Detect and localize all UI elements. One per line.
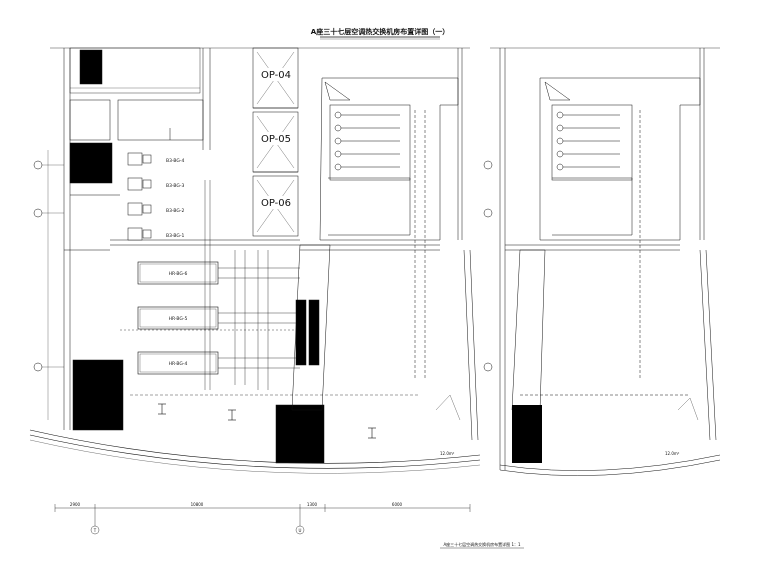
shaft-op-06: OP-06: [261, 198, 291, 209]
shaft-op-04: OP-04: [261, 70, 291, 81]
heat-exchange-units: [137, 261, 219, 375]
duct-chase: [291, 244, 331, 411]
curved-facade: [29, 429, 481, 474]
phe-label-1: B3-BG-4: [166, 158, 185, 164]
hx-label-4: HR-BG-4: [169, 361, 188, 367]
shaft-op-05: OP-05: [261, 134, 291, 145]
main-plan: [50, 47, 470, 464]
shaft-labels: OP-04 OP-05 OP-06: [261, 68, 291, 209]
elevation-tag-2: 12.0m²: [665, 451, 680, 456]
beam-markers: [158, 403, 376, 439]
grid-bubble-t: T: [93, 528, 97, 533]
dim-1: 2900: [70, 502, 81, 507]
riser-room: [300, 77, 459, 380]
elevation-tag-1: 12.0m²: [440, 451, 455, 456]
grid-bubble-u: U: [299, 528, 302, 533]
dim-2: 10800: [191, 502, 204, 507]
dim-4: 6000: [392, 502, 403, 507]
phe-label-3: B3-BG-2: [166, 208, 185, 214]
plate-heat-exchangers: [127, 152, 152, 241]
column-right: [512, 405, 542, 463]
hx-label-6: HR-BG-6: [169, 271, 188, 277]
hx-label-5: HR-BG-5: [169, 316, 188, 322]
grid-bubbles-left: [33, 150, 64, 420]
drawing-title: A座三十七层空调热交换机房布置详图（一）: [311, 27, 449, 36]
phe-label-2: B3-BG-3: [166, 183, 185, 189]
grid-bubbles-right: [483, 160, 493, 372]
piping: [120, 180, 420, 396]
dim-3: 1300: [307, 502, 318, 507]
dimension-line-bottom: [54, 504, 471, 535]
secondary-plan: [490, 47, 721, 476]
drawing-subtitle: A座三十七层空调热交换机房布置详图 1：1: [443, 541, 521, 547]
phe-label-4: B3-BG-1: [166, 233, 185, 239]
